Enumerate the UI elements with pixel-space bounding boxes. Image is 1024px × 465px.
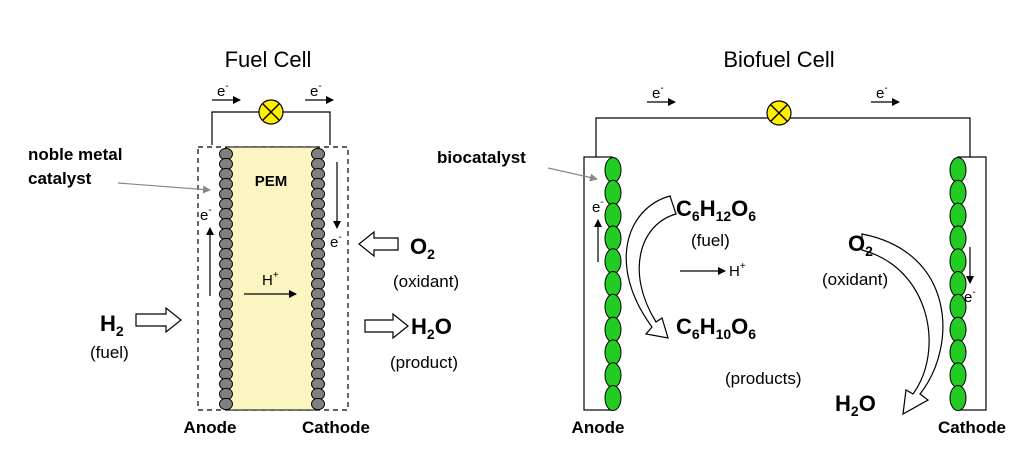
enzyme-bead	[604, 316, 622, 343]
lamp-icon	[766, 100, 792, 126]
right-arrow-icon	[135, 306, 182, 334]
fuel-formula: H2	[100, 311, 124, 339]
electron-label-right: e-	[310, 81, 322, 100]
biocatalyst-pointer	[547, 167, 598, 182]
cathode-catalyst-beads	[311, 147, 325, 411]
proton-label: H+	[262, 270, 279, 289]
fuel-label: (fuel)	[90, 343, 129, 362]
enzyme-bead	[949, 202, 967, 229]
enzyme-bead	[949, 157, 967, 183]
enzyme-bead	[604, 248, 622, 275]
enzyme-bead	[604, 202, 622, 229]
enzyme-bead	[949, 385, 967, 411]
enzyme-bead	[604, 271, 622, 297]
electron-label-left: e-	[217, 81, 229, 100]
bio-fuel-label: (fuel)	[691, 231, 730, 250]
catalyst-label-line2: catalyst	[28, 169, 92, 188]
anode-reaction-arrow	[625, 195, 677, 339]
bio-anode-electron-label: e-	[592, 197, 604, 216]
bio-oxidant-formula: O2	[848, 231, 873, 259]
anode-catalyst-beads	[219, 147, 233, 411]
bio-anode-label: Anode	[572, 418, 625, 437]
enzyme-bead	[949, 362, 967, 389]
cathode-label: Cathode	[302, 418, 370, 437]
right-arrow-icon	[364, 312, 409, 340]
catalyst-bead	[219, 397, 233, 411]
bio-products-label: (products)	[725, 369, 802, 388]
anode-biocatalyst	[604, 157, 622, 411]
oxidant-formula: O2	[410, 234, 435, 262]
enzyme-bead	[949, 179, 967, 206]
catalyst-label-line1: noble metal	[28, 145, 122, 164]
enzyme-bead	[604, 339, 622, 366]
enzyme-bead	[604, 293, 622, 320]
bio-electron-label-right: e-	[876, 83, 888, 102]
biofuel-cell-title: Biofuel Cell	[723, 47, 834, 72]
enzyme-bead	[604, 225, 622, 252]
cathode-biocatalyst	[949, 157, 967, 411]
enzyme-bead	[604, 385, 622, 411]
bio-cathode-electron-label: e-	[964, 287, 976, 306]
glucose-formula: C6H12O6	[676, 196, 756, 224]
left-arrow-icon	[358, 230, 399, 258]
cathode-reaction-arrow	[861, 233, 944, 416]
biofuel-cell: Biofuel Cell e- e- biocatalyst e- e- C6H…	[437, 47, 1006, 437]
product-formula-c6h10o6: C6H10O6	[676, 314, 756, 342]
anode-label: Anode	[184, 418, 237, 437]
catalyst-bead	[311, 397, 325, 411]
lamp-icon	[258, 99, 284, 125]
enzyme-bead	[949, 225, 967, 252]
enzyme-bead	[604, 362, 622, 389]
enzyme-bead	[949, 248, 967, 275]
product-label: (product)	[390, 353, 458, 372]
enzyme-bead	[604, 179, 622, 206]
catalyst-pointer	[117, 182, 211, 194]
bio-oxidant-label: (oxidant)	[822, 270, 888, 289]
biocatalyst-label: biocatalyst	[437, 148, 526, 167]
fuel-cell-title: Fuel Cell	[225, 47, 312, 72]
pem-label: PEM	[255, 173, 288, 190]
oxidant-label: (oxidant)	[393, 272, 459, 291]
bio-cathode-label: Cathode	[938, 418, 1006, 437]
enzyme-bead	[949, 339, 967, 366]
bio-product-formula: H2O	[835, 391, 876, 419]
bio-proton-label: H+	[729, 261, 746, 280]
bio-electron-label-left: e-	[652, 83, 664, 102]
enzyme-bead	[604, 157, 622, 183]
anode-electron-label: e-	[200, 205, 212, 224]
enzyme-bead	[949, 316, 967, 343]
fuel-cell: Fuel Cell e- e- PEM noble metal catalyst…	[28, 47, 459, 437]
cathode-electron-label: e-	[330, 232, 342, 251]
product-formula: H2O	[411, 314, 452, 342]
